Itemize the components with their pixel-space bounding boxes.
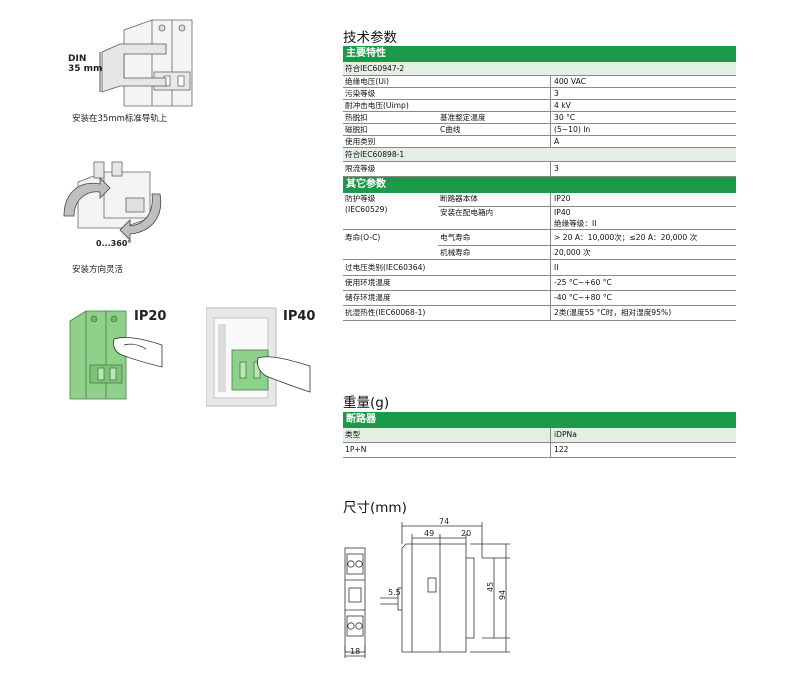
dimension-drawing (344, 522, 510, 658)
breaker-header: 断路器 (343, 412, 736, 428)
protection-standard: (IEC60529) (345, 205, 388, 214)
dim-94: 94 (498, 589, 507, 600)
other-params-header: 其它参数 (343, 177, 736, 193)
ip20-illustration (69, 310, 163, 400)
protection-cabinet-value: IP40 (554, 208, 571, 217)
table-row: 抗湿热性(IEC60068-1)2类(温度55 °C时，相对湿度95%) (343, 306, 736, 321)
service-life-row: 寿命(O-C) 电气寿命 机械寿命 > 20 A：10,000次；≤20 A：2… (343, 230, 736, 260)
tech-params-title: 技术参数 (343, 30, 397, 46)
main-features-header: 主要特性 (343, 46, 736, 62)
protection-cabinet-label: 安装在配电箱内 (440, 208, 494, 217)
protection-body-value: IP20 (551, 193, 736, 207)
mechanical-life-value: 20,000 次 (554, 248, 591, 257)
standard-iec60898-row: 符合IEC60898-1 (343, 148, 736, 162)
din-label-line1: DIN (68, 54, 87, 64)
table-row: 储存环境温度-40 °C~+80 °C (343, 291, 736, 306)
ip40-label: IP40 (283, 309, 316, 324)
insulation-class-value: 绝缘等级：II (554, 219, 597, 228)
electrical-life-value: > 20 A：10,000次；≤20 A：20,000 次 (551, 230, 736, 246)
mount-caption: 安装在35mm标准导轨上 (72, 114, 168, 124)
din-label-line2: 35 mm (68, 64, 103, 74)
dim-18: 18 (350, 647, 361, 656)
orientation-caption: 安装方向灵活 (72, 265, 124, 275)
protection-body-label: 断路器本体 (438, 193, 550, 207)
dim-74: 74 (439, 517, 450, 526)
protection-label: 防护等级 (345, 194, 376, 203)
table-row: 过电压类别(IEC60364)II (343, 260, 736, 276)
dim-20: 20 (461, 529, 472, 538)
service-life-label: 寿命(O-C) (345, 233, 381, 242)
weight-title: 重量(g) (343, 395, 390, 411)
dim-45: 45 (486, 581, 495, 592)
ip20-label: IP20 (134, 309, 167, 324)
protection-rating-row: 防护等级 (IEC60529) 断路器本体 安装在配电箱内 IP20 IP40 … (343, 193, 736, 230)
dim-5-5: 5.5 (388, 588, 401, 597)
electrical-life-label: 电气寿命 (438, 230, 550, 246)
mechanical-life-label: 机械寿命 (440, 248, 471, 257)
rotation-label: 0...360° (96, 239, 132, 248)
standard-iec60947-row: 符合IEC60947-2 (343, 62, 736, 76)
dim-49: 49 (424, 529, 435, 538)
table-row: 使用环境温度-25 °C~+60 °C (343, 276, 736, 291)
ip40-illustration (206, 307, 311, 407)
dimensions-title: 尺寸(mm) (343, 500, 407, 516)
din-rail-illustration (99, 19, 193, 107)
table-row: 绝缘电压(Ui)400 VAC (343, 76, 736, 88)
table-row: 耐冲击电压(Uimp)4 kV (343, 100, 736, 112)
din-label: DIN 35 mm (68, 54, 102, 74)
orientation-illustration (63, 161, 162, 241)
